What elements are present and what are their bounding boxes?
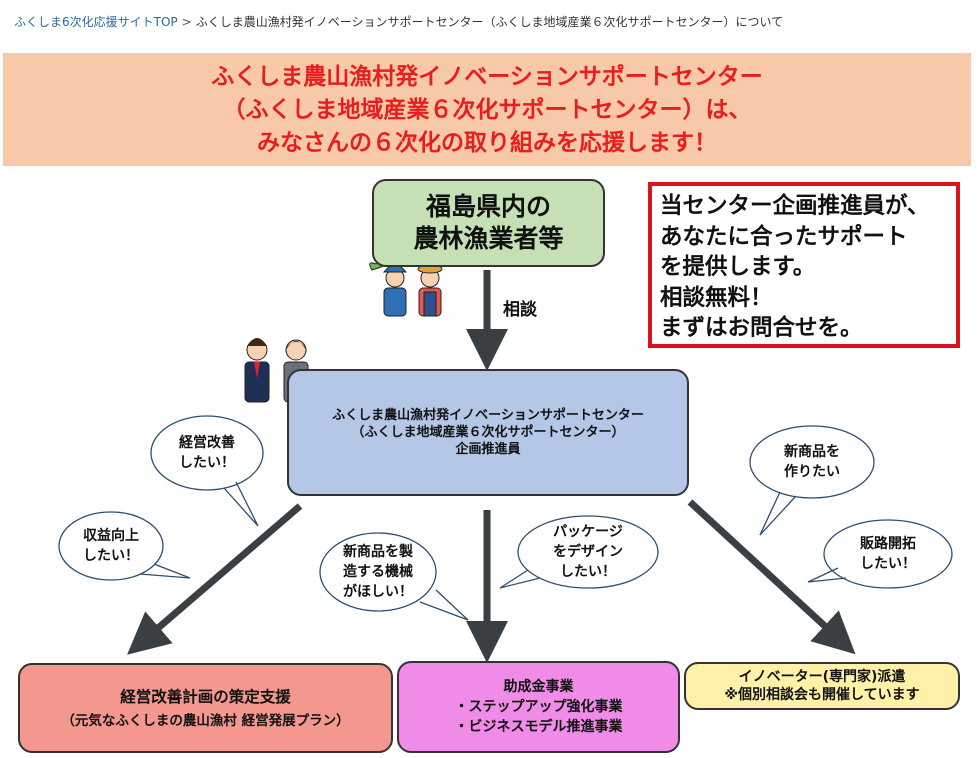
innovator-note: ※個別相談会も開催しています xyxy=(724,687,920,703)
center-line-2: （ふくしま地域産業６次化サポートセンター） xyxy=(351,425,625,440)
center-line-1: ふくしま農山漁村発イノベーションサポートセンター xyxy=(332,408,644,423)
banner-line-3: みなさんの６次化の取り組みを応援します！ xyxy=(257,130,717,156)
bubble-management-text: 経営改善 したい！ xyxy=(179,433,235,473)
breadcrumb: ふくしま6次化応援サイトTOP>ふくしま農山漁村発イノベーションサポートセンター… xyxy=(14,13,783,30)
bubble-line: したい！ xyxy=(860,556,916,572)
breadcrumb-home-link[interactable]: ふくしま6次化応援サイトTOP xyxy=(14,15,178,29)
bubble-profit-text: 収益向上 したい！ xyxy=(83,526,139,566)
bubble-line: 作りたい xyxy=(784,464,840,480)
subsidy-item: ・ステップアップ強化事業 xyxy=(454,699,623,715)
arrow-center-to-plan xyxy=(127,503,303,655)
support-center-box: ふくしま農山漁村発イノベーションサポートセンター （ふくしま地域産業６次化サポー… xyxy=(287,369,689,496)
headline-banner: ふくしま農山漁村発イノベーションサポートセンター （ふくしま地域産業６次化サポー… xyxy=(3,53,971,166)
notice-line-3: を提供します。 xyxy=(660,254,816,280)
bubble-package-text: パッケージ をデザイン したい！ xyxy=(553,522,623,582)
notice-box: 当センター企画推進員が、 あなたに合ったサポート を提供します。 相談無料！ ま… xyxy=(648,182,960,348)
farmers-line-2: 農林漁業者等 xyxy=(413,224,564,253)
plan-support-box: 経営改善計画の策定支援 （元気なふくしまの農山漁村 経営発展プラン） xyxy=(18,663,393,753)
bubble-line: をデザイン xyxy=(553,544,623,560)
banner-line-1: ふくしま農山漁村発イノベーションサポートセンター xyxy=(211,64,763,90)
notice-line-4: 相談無料！ xyxy=(660,284,773,311)
bubble-line: したい！ xyxy=(560,564,616,580)
plan-title: 経営改善計画の策定支援 xyxy=(120,688,291,706)
banner-line-2: （ふくしま地域産業６次化サポートセンター）は、 xyxy=(222,97,752,123)
notice-line-2: あなたに合ったサポート xyxy=(660,223,908,250)
subsidy-box: 助成金事業 ・ステップアップ強化事業 ・ビジネスモデル推進事業 xyxy=(397,661,680,753)
bubble-line: 新商品を製 xyxy=(343,544,413,560)
farmer-couple-illustration xyxy=(369,259,443,317)
breadcrumb-current: ふくしま農山漁村発イノベーションサポートセンター（ふくしま地域産業６次化サポート… xyxy=(195,15,784,29)
consult-label: 相談 xyxy=(503,300,537,320)
bubble-machine-text: 新商品を製 造する機械 がほしい！ xyxy=(343,542,413,602)
bubble-line: したい！ xyxy=(179,455,235,471)
notice-line-5: まずはお問合せを。 xyxy=(660,315,863,341)
center-line-3: 企画推進員 xyxy=(455,442,521,457)
innovator-title: イノベーター(専門家)派遣 xyxy=(738,669,906,685)
plan-subtitle: （元気なふくしまの農山漁村 経営発展プラン） xyxy=(61,713,350,729)
bubble-line: 経営改善 xyxy=(179,435,235,451)
breadcrumb-separator: > xyxy=(181,15,192,29)
notice-line-1: 当センター企画推進員が、 xyxy=(660,193,930,219)
subsidy-item: ・ビジネスモデル推進事業 xyxy=(454,719,623,735)
subsidy-title: 助成金事業 xyxy=(503,679,574,695)
bubble-line: したい！ xyxy=(83,548,139,564)
innovator-box: イノベーター(専門家)派遣 ※個別相談会も開催しています xyxy=(684,662,960,710)
bubble-line: パッケージ xyxy=(553,524,623,540)
bubble-newproduct-text: 新商品を 作りたい xyxy=(784,442,840,482)
bubble-sales-text: 販路開拓 したい！ xyxy=(860,534,916,574)
bubble-line: 新商品を xyxy=(784,444,840,460)
farmers-line-1: 福島県内の xyxy=(425,192,551,221)
bubble-line: がほしい！ xyxy=(343,584,413,600)
bubble-line: 販路開拓 xyxy=(860,536,916,552)
arrow-center-to-innovator xyxy=(687,499,856,655)
farmers-box: 福島県内の 農林漁業者等 xyxy=(372,179,605,267)
bubble-line: 造する機械 xyxy=(343,564,413,580)
bubble-line: 収益向上 xyxy=(83,528,139,544)
